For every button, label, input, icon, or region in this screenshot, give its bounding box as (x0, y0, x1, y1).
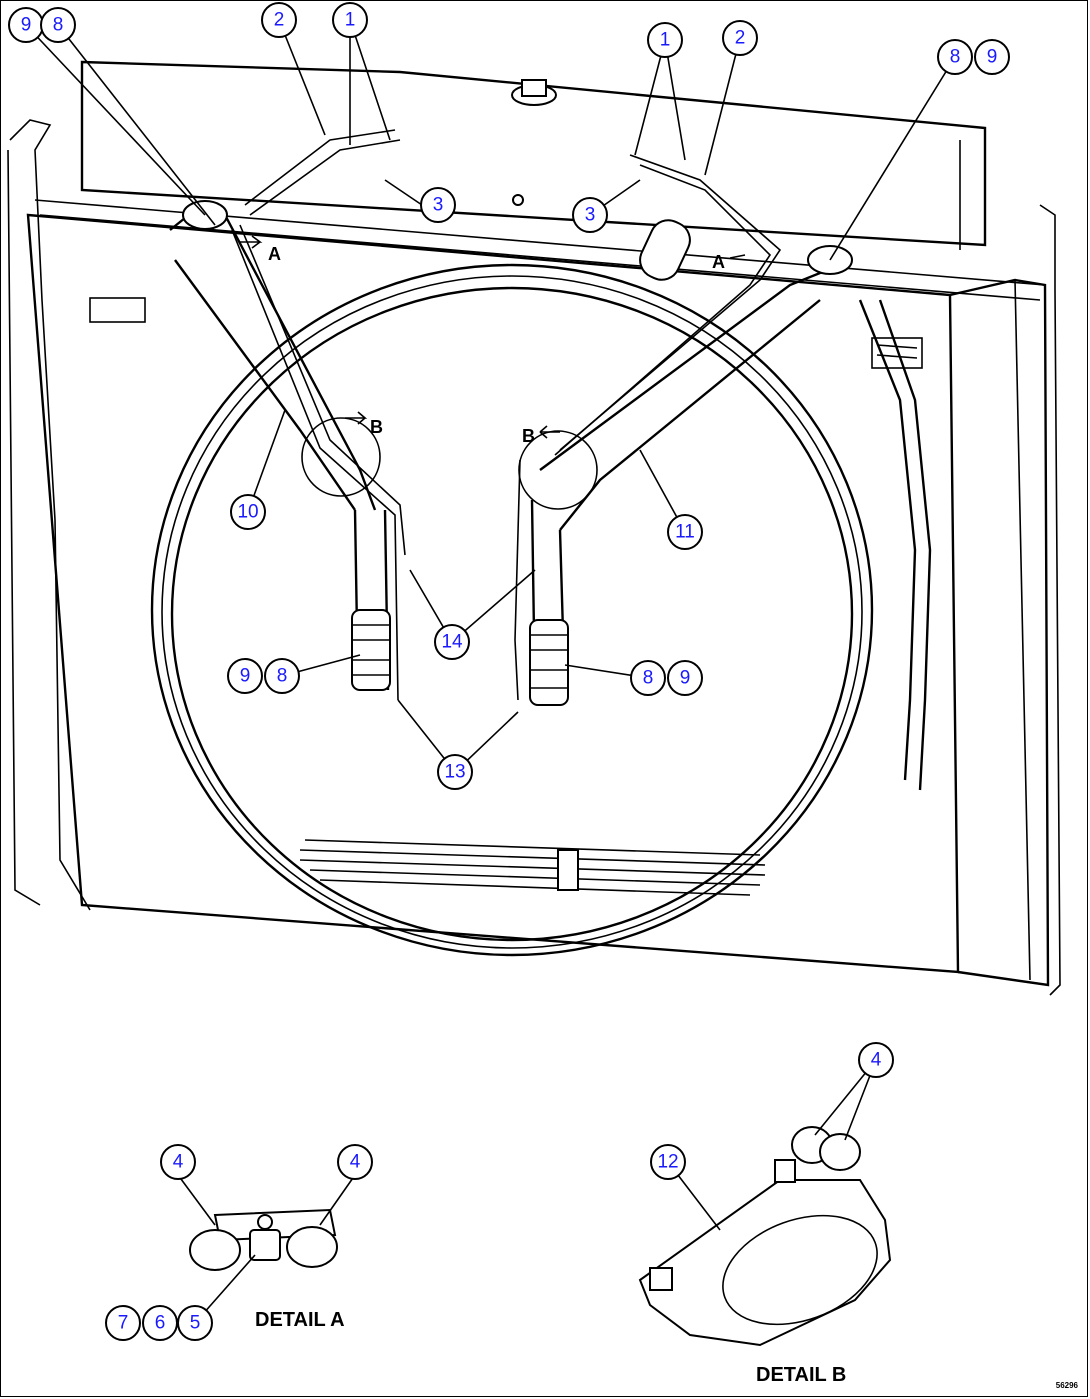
balloon: 3 (572, 197, 608, 233)
svg-text:1: 1 (345, 10, 356, 31)
svg-text:4: 4 (871, 1050, 882, 1071)
svg-text:1: 1 (660, 30, 671, 51)
svg-text:13: 13 (444, 762, 465, 783)
balloon: 4 (337, 1144, 373, 1180)
balloon: 9 (227, 658, 263, 694)
balloon: 1 (647, 22, 683, 58)
svg-text:8: 8 (53, 15, 64, 36)
svg-text:9: 9 (21, 15, 32, 36)
view-letter-b-right: B (522, 426, 535, 446)
hose-assembly (169, 129, 932, 791)
balloon: 8 (40, 7, 76, 43)
svg-text:8: 8 (277, 666, 288, 687)
svg-text:7: 7 (118, 1313, 129, 1334)
svg-text:6: 6 (155, 1313, 166, 1334)
view-letter-b-left: B (370, 417, 383, 437)
svg-text:8: 8 (643, 668, 654, 689)
leader-lines (25, 19, 956, 773)
svg-text:10: 10 (237, 502, 258, 523)
balloon: 7 (105, 1305, 141, 1341)
balloon: 8 (937, 39, 973, 75)
svg-text:4: 4 (173, 1152, 184, 1173)
svg-text:8: 8 (950, 47, 961, 68)
drawing-number: 56296 (1056, 1381, 1079, 1390)
svg-text:5: 5 (190, 1313, 201, 1334)
detail-b-view: DETAIL B (638, 1059, 892, 1386)
balloon: 3 (420, 187, 456, 223)
view-letter-a-left: A (268, 244, 281, 264)
svg-text:9: 9 (240, 666, 251, 687)
balloon: 12 (650, 1144, 686, 1180)
balloon: 8 (630, 660, 666, 696)
radiator-assembly (7, 60, 1061, 996)
detail-a-caption: DETAIL A (255, 1309, 345, 1331)
svg-text:4: 4 (350, 1152, 361, 1173)
svg-text:9: 9 (680, 668, 691, 689)
svg-text:2: 2 (735, 28, 746, 49)
svg-text:3: 3 (433, 195, 444, 216)
balloon: 4 (858, 1042, 894, 1078)
balloon-group: 9 8 2 1 1 2 8 9 3 3 10 11 14 9 8 8 9 13 … (8, 2, 1010, 1341)
balloon: 11 (667, 514, 703, 550)
balloon: 4 (160, 1144, 196, 1180)
view-letter-a-right: A (712, 252, 725, 272)
balloon: 8 (264, 658, 300, 694)
balloon: 6 (142, 1305, 178, 1341)
svg-text:3: 3 (585, 205, 596, 226)
balloon: 5 (177, 1305, 213, 1341)
svg-text:11: 11 (675, 522, 695, 543)
balloon: 9 (974, 39, 1010, 75)
balloon: 2 (722, 20, 758, 56)
detail-a-view: DETAIL A (177, 1174, 356, 1331)
detail-b-caption: DETAIL B (756, 1364, 846, 1386)
balloon: 2 (261, 2, 297, 38)
svg-text:12: 12 (657, 1152, 678, 1173)
fan-shroud-ring (150, 263, 874, 957)
svg-text:14: 14 (441, 632, 463, 653)
view-indicators: A A B B (240, 235, 746, 446)
svg-text:2: 2 (274, 10, 285, 31)
svg-text:9: 9 (987, 47, 998, 68)
balloon: 10 (230, 494, 266, 530)
balloon: 1 (332, 2, 368, 38)
balloon: 9 (667, 660, 703, 696)
balloon: 9 (8, 7, 44, 43)
balloon: 13 (437, 754, 473, 790)
balloon: 14 (434, 624, 470, 660)
